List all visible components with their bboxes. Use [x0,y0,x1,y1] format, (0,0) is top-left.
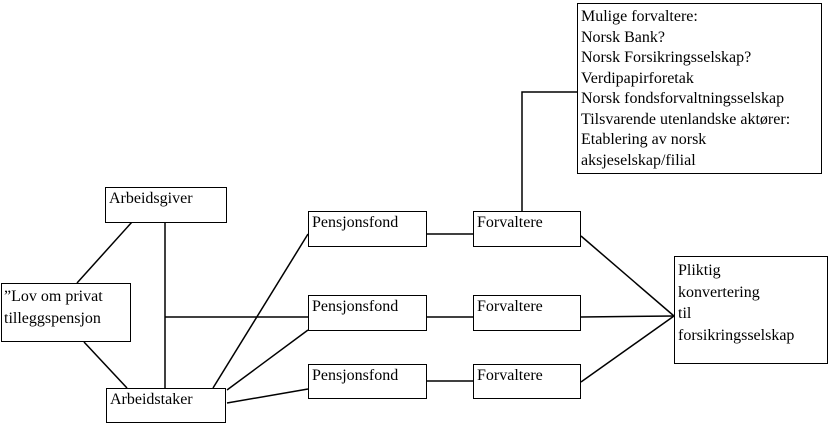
lov-om-privat-box: ”Lov om privat tilleggspensjon [1,283,131,342]
mulige-line: Etablering av norsk [581,131,707,148]
pensjonsfond-box-1: Pensjonsfond [308,211,427,247]
pliktig-line: konvertering [678,283,760,301]
mulige-line: aksjeselskap/filial [581,151,696,169]
forvaltere-box-2: Forvaltere [473,295,581,331]
forvaltere-label: Forvaltere [477,298,543,315]
pensjonsfond-label: Pensjonsfond [312,367,399,384]
arbeidsgiver-label: Arbeidsgiver [109,190,193,207]
connector-mulige-forvaltere1 [521,91,577,211]
pensjonsfond-label: Pensjonsfond [312,214,399,231]
mulige-line: Norsk fondsforvaltningsselskap [581,90,785,107]
connector-forvaltere1-pliktig [580,235,675,317]
connector-lov-arbeidstaker [83,341,128,389]
pliktig-konvertering-box: Pliktig konvertering til forsikringssels… [674,256,828,364]
connector-forvaltere3-pliktig [580,315,675,383]
mulige-line: Mulige forvaltere: [581,8,698,25]
arbeidsgiver-box: Arbeidsgiver [105,187,227,223]
connector-arbeidstaker-pensjonsfond1 [212,233,309,389]
connector-forvaltere2-pliktig [580,315,675,318]
pliktig-line: forsikringsselskap [678,326,795,344]
mulige-line: Norsk Bank? [581,28,665,46]
forvaltere-label: Forvaltere [477,214,543,231]
forvaltere-box-3: Forvaltere [473,364,581,399]
pliktig-line: til [678,305,692,322]
arbeidstaker-box: Arbeidstaker [106,388,226,423]
mulige-forvaltere-box: Mulige forvaltere: Norsk Bank? Norsk For… [577,3,822,174]
pensjonsfond-box-3: Pensjonsfond [308,364,427,399]
pliktig-line: Pliktig [678,262,721,279]
arbeidstaker-label: Arbeidstaker [110,391,193,408]
forvaltere-box-1: Forvaltere [473,211,581,247]
mulige-line: Verdipapirforetak [581,69,694,87]
connector-arbeidstaker-pensjonsfond2 [226,329,309,391]
connector-arbeidsgiver-lov [76,221,133,284]
forvaltere-label: Forvaltere [477,367,543,384]
mulige-line: Norsk Forsikringsselskap? [581,49,752,66]
lov-line: tilleggspensjon [4,310,101,327]
lov-line: ”Lov om privat [4,288,103,305]
pensjonsfond-label: Pensjonsfond [312,298,399,315]
pensjonsfond-box-2: Pensjonsfond [308,295,427,331]
mulige-line: Tilsvarende utenlandske aktører: [581,110,791,128]
connector-arbeidstaker-pensjonsfond3 [226,388,309,404]
